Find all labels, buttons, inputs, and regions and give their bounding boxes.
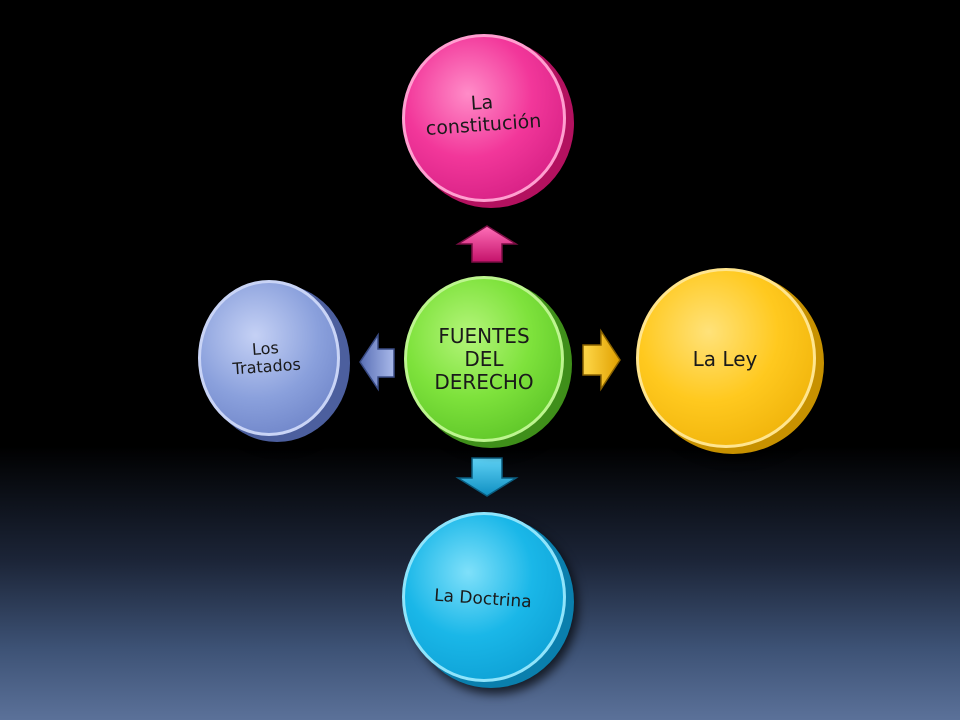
arrow-to-bottom xyxy=(455,457,519,497)
node-la-doctrina: La Doctrina xyxy=(402,512,574,688)
node-center-line2: DEL xyxy=(464,346,504,371)
node-fuentes-del-derecho: FUENTES DEL DERECHO xyxy=(404,276,572,448)
node-la-ley: La Ley xyxy=(636,268,824,454)
node-center-line1: FUENTES xyxy=(438,323,530,348)
node-la-ley-label: La Ley xyxy=(692,346,758,371)
node-constitucion: La constitución xyxy=(402,34,574,208)
arrow-to-left xyxy=(359,332,395,392)
node-center-line3: DERECHO xyxy=(434,369,534,394)
arrow-to-right xyxy=(582,328,621,392)
node-los-tratados: Los Tratados xyxy=(198,280,350,442)
arrow-to-top xyxy=(455,225,519,263)
